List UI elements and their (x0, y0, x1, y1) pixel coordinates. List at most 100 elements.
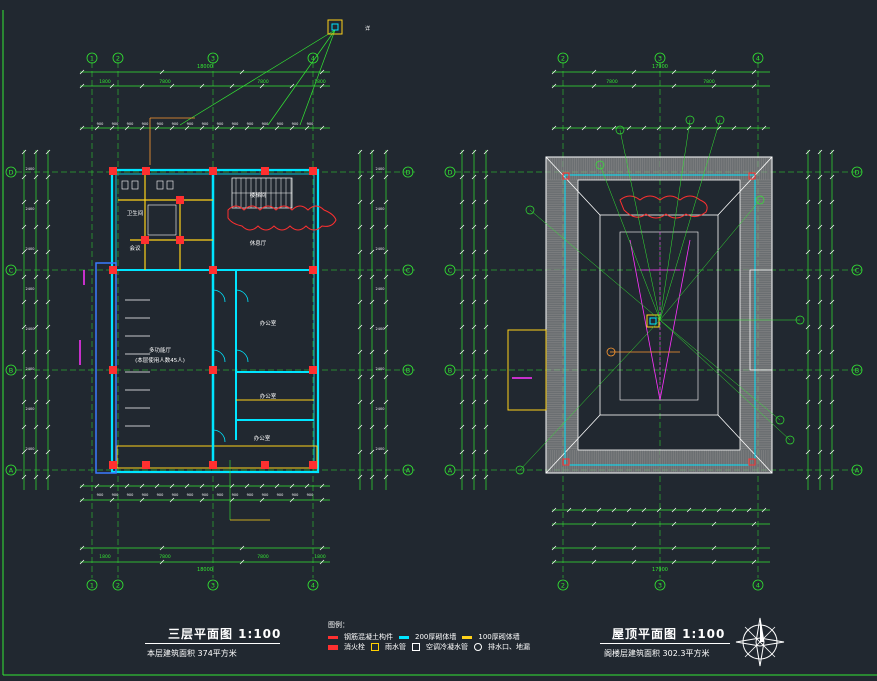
dimension-tick (805, 374, 811, 380)
callout-bubble (525, 205, 535, 215)
dimension-tick (21, 474, 27, 480)
dimension-tick (566, 125, 572, 131)
dimension-tick (369, 449, 375, 455)
structural-column (309, 366, 317, 374)
dim-number: 2400 (26, 447, 35, 451)
dimension-tick (259, 83, 265, 89)
dimension-tick (671, 545, 677, 551)
structural-column (142, 461, 150, 469)
dimension-tick (357, 224, 363, 230)
axis-bubble-top-circle (86, 52, 98, 64)
dimension-tick (671, 125, 677, 131)
dimension-tick (483, 174, 489, 180)
dimension-tick (259, 125, 265, 131)
dimension-tick (289, 125, 295, 131)
dimension-tick (459, 349, 465, 355)
dimension-tick (471, 324, 477, 330)
roof-drain (748, 172, 756, 180)
dimension-tick (471, 149, 477, 155)
dimension-tick (319, 125, 325, 131)
dimension-tick (829, 324, 835, 330)
dimension-tick (751, 69, 757, 75)
dimension-tick (686, 507, 692, 513)
dimension-tick (45, 474, 51, 480)
dimension-tick (471, 174, 477, 180)
legend-row-2: 消火栓 雨水管 空调冷凝水管 排水口、地漏 (328, 642, 568, 652)
legend-swatch (412, 643, 420, 651)
overall-dimension: 18000 (197, 64, 213, 70)
axis-bubble-bottom-circle (557, 579, 569, 591)
roof-drain (562, 172, 570, 180)
dimension-tick (459, 224, 465, 230)
span-dimension: 7800 (257, 79, 269, 85)
axis-bubble-right-label: D (854, 168, 859, 176)
dimension-tick (33, 274, 39, 280)
axis-bubble-bottom-label: 3 (658, 581, 662, 589)
toilet-fixture (166, 180, 174, 190)
axis-bubble-right-circle (402, 166, 414, 178)
dimension-tick (304, 125, 310, 131)
span-dimension: 1800 (314, 79, 326, 85)
axis-bubble-top-circle (307, 52, 319, 64)
dimension-tick (383, 199, 389, 205)
dim-number: 2400 (26, 407, 35, 411)
dimension-tick (471, 474, 477, 480)
dim-number: 2400 (376, 247, 385, 251)
floor-plan-area-note: 本层建筑面积 374平方米 (147, 649, 237, 658)
dimension-tick (357, 424, 363, 430)
dimension-tick (169, 497, 175, 503)
floor-plan-title-underline (145, 643, 280, 644)
dimension-tick (671, 559, 677, 565)
overall-dimension: 18000 (197, 567, 213, 573)
axis-bubble-right-circle (851, 166, 863, 178)
structural-column (109, 461, 117, 469)
dimension-tick (631, 83, 637, 89)
dimension-tick (805, 299, 811, 305)
dimension-tick (731, 125, 737, 131)
dimension-tick (357, 149, 363, 155)
dimension-tick (716, 125, 722, 131)
dimension-tick (641, 125, 647, 131)
dimension-tick (199, 125, 205, 131)
roof-ridge-frame (599, 214, 719, 416)
dimension-tick (33, 224, 39, 230)
axis-bubble-top-label: 1 (90, 54, 94, 62)
dimension-tick (483, 274, 489, 280)
dimension-tick (716, 507, 722, 513)
dimension-tick (79, 125, 85, 131)
dimension-tick (45, 274, 51, 280)
axis-bubble-top-label: 2 (561, 54, 565, 62)
dimension-tick (357, 199, 363, 205)
dimension-tick (471, 274, 477, 280)
dimension-tick (229, 83, 235, 89)
dimension-tick (319, 545, 325, 551)
dimension-tick (229, 483, 235, 489)
structural-column (261, 167, 269, 175)
dim-number: 2400 (376, 207, 385, 211)
dim-number: 900 (172, 493, 179, 497)
dimension-tick (109, 497, 115, 503)
dimension-tick (33, 299, 39, 305)
structural-column (261, 461, 269, 469)
dim-number: 900 (187, 122, 194, 126)
room-label: 办公室 (260, 392, 277, 400)
dim-number: 900 (307, 122, 314, 126)
axis-bubble-right-label: A (406, 466, 411, 474)
exterior-wall-inner (115, 173, 315, 469)
dimension-tick (45, 149, 51, 155)
span-dimension: 1800 (314, 554, 326, 560)
span-dimension: 7800 (606, 79, 618, 85)
dim-number: 2400 (376, 167, 385, 171)
axis-bubble-top-circle (557, 52, 569, 64)
axis-bubble-bottom-circle (307, 579, 319, 591)
dimension-tick (45, 224, 51, 230)
dimension-tick (357, 349, 363, 355)
dim-number: 900 (217, 493, 224, 497)
axis-bubble-right-circle (851, 364, 863, 376)
axis-bubble-right-label: B (855, 366, 859, 374)
dimension-tick (159, 69, 165, 75)
dimension-tick (244, 483, 250, 489)
axis-bubble-left-circle (444, 264, 456, 276)
axis-bubble-bottom-label: 2 (116, 581, 120, 589)
